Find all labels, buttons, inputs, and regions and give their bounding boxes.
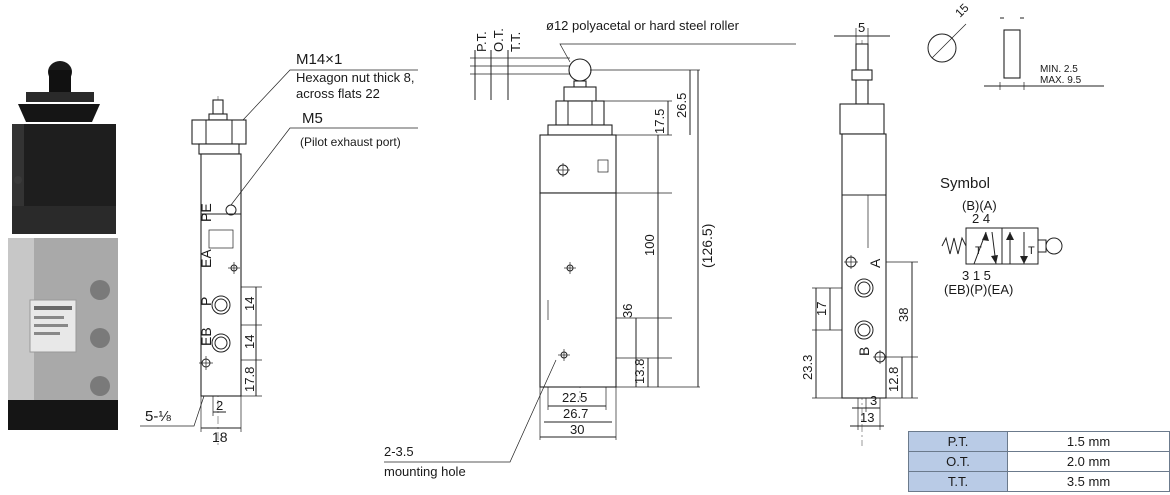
port-label-ea: EA bbox=[198, 249, 214, 268]
dim-mid-22-5: 22.5 bbox=[562, 390, 587, 405]
dim-right-3: 3 bbox=[870, 393, 877, 408]
spec-label-ot: O.T. bbox=[908, 451, 1008, 472]
symbol-bottom-nums: 3 1 5 bbox=[962, 268, 991, 283]
mounting-hole-label: mounting hole bbox=[384, 464, 466, 479]
dim-mid-36: 36 bbox=[620, 304, 635, 318]
symbol-top-ports: (B)(A) bbox=[962, 198, 997, 213]
spec-value-tt: 3.5 mm bbox=[1007, 471, 1170, 492]
left-view: PE EA P EB 14 14 17.8 18 2 M14×1 Hexagon… bbox=[140, 51, 418, 446]
hex-nut-label-2: across flats 22 bbox=[296, 86, 380, 101]
port-label-p: P bbox=[198, 297, 214, 306]
dim-right-5: 5 bbox=[858, 20, 865, 35]
valve-symbol: Symbol (B)(A) 2 4 T T 3 1 5 (EB)(P)(EA) bbox=[940, 175, 1063, 297]
thread-label: M14×1 bbox=[296, 51, 342, 68]
spec-label-tt: T.T. bbox=[908, 471, 1008, 492]
dim-right-12-8: 12.8 bbox=[886, 367, 901, 392]
symbol-title: Symbol bbox=[940, 175, 990, 192]
table-row: O.T. 2.0 mm bbox=[908, 451, 1170, 472]
dim-left-18: 18 bbox=[212, 429, 228, 445]
table-row: T.T. 3.5 mm bbox=[908, 471, 1170, 492]
dim-mid-17-5: 17.5 bbox=[652, 109, 667, 134]
symbol-bottom-ports: (EB)(P)(EA) bbox=[944, 282, 1013, 297]
dim-left-14b: 14 bbox=[242, 335, 257, 349]
hex-nut-label-1: Hexagon nut thick 8, bbox=[296, 70, 415, 85]
roller-detail: 15 MIN. 2.5 MAX. 9.5 bbox=[927, 1, 1104, 90]
dim-roller-15: 15 bbox=[952, 1, 972, 21]
right-view: A B 5 17 23.3 38 12.8 3 13 bbox=[800, 20, 918, 446]
table-row: P.T. 1.5 mm bbox=[908, 431, 1170, 452]
middle-view: ø12 polyacetal or hard steel roller P.T.… bbox=[384, 18, 796, 479]
dim-mid-126-5: (126.5) bbox=[699, 224, 715, 268]
spec-value-pt: 1.5 mm bbox=[1007, 431, 1170, 452]
stroke-spec-table: P.T. 1.5 mm O.T. 2.0 mm T.T. 3.5 mm bbox=[908, 431, 1170, 492]
port-label-a: A bbox=[867, 258, 883, 268]
max-thickness-label: MAX. 9.5 bbox=[1040, 75, 1082, 86]
port-label-b: B bbox=[856, 347, 872, 356]
dim-left-17-8: 17.8 bbox=[242, 367, 257, 392]
spec-label-pt: P.T. bbox=[908, 431, 1008, 452]
dim-mid-13-8: 13.8 bbox=[632, 359, 647, 384]
min-thickness-label: MIN. 2.5 bbox=[1040, 64, 1078, 75]
stroke-label-tt: T.T. bbox=[508, 32, 523, 52]
pilot-port-label: M5 bbox=[302, 110, 323, 127]
dim-right-38: 38 bbox=[896, 308, 911, 322]
dim-mid-30: 30 bbox=[570, 422, 584, 437]
dim-mid-100: 100 bbox=[642, 234, 657, 256]
pilot-port-desc: (Pilot exhaust port) bbox=[300, 135, 401, 149]
symbol-top-nums: 2 4 bbox=[972, 211, 990, 226]
stroke-label-ot: O.T. bbox=[491, 28, 506, 52]
symbol-t-right: T bbox=[1028, 245, 1035, 257]
ports-label: 5-⅛ bbox=[145, 408, 171, 425]
dim-mid-26-5: 26.5 bbox=[674, 93, 689, 118]
port-label-pe: PE bbox=[198, 203, 214, 222]
spec-value-ot: 2.0 mm bbox=[1007, 451, 1170, 472]
dim-left-2: 2 bbox=[216, 398, 223, 413]
product-photo bbox=[8, 61, 118, 430]
dim-right-17: 17 bbox=[814, 302, 829, 316]
port-label-eb: EB bbox=[198, 327, 214, 346]
dim-right-23-3: 23.3 bbox=[800, 355, 815, 380]
mounting-hole-size: 2-3.5 bbox=[384, 444, 414, 459]
symbol-t-left: T bbox=[975, 245, 982, 257]
dim-right-13: 13 bbox=[860, 410, 874, 425]
stroke-label-pt: P.T. bbox=[474, 31, 489, 52]
dim-left-14a: 14 bbox=[242, 297, 257, 311]
dim-mid-26-7: 26.7 bbox=[563, 406, 588, 421]
roller-label: ø12 polyacetal or hard steel roller bbox=[546, 18, 740, 33]
